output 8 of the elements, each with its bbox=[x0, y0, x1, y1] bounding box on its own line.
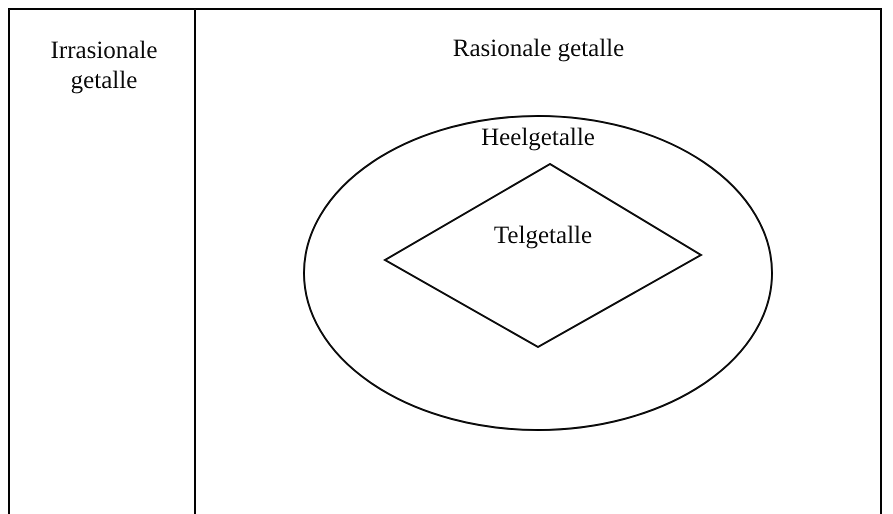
set-diamond bbox=[384, 163, 702, 348]
set-label: Heelgetalle bbox=[480, 123, 596, 153]
set-label: Telgetalle bbox=[492, 221, 594, 251]
set-region bbox=[8, 8, 196, 514]
set-label: Rasionale getalle bbox=[452, 34, 626, 64]
set-label: Irrasionale getalle bbox=[50, 36, 158, 96]
set-ellipse bbox=[303, 115, 773, 431]
set-region bbox=[195, 8, 882, 514]
